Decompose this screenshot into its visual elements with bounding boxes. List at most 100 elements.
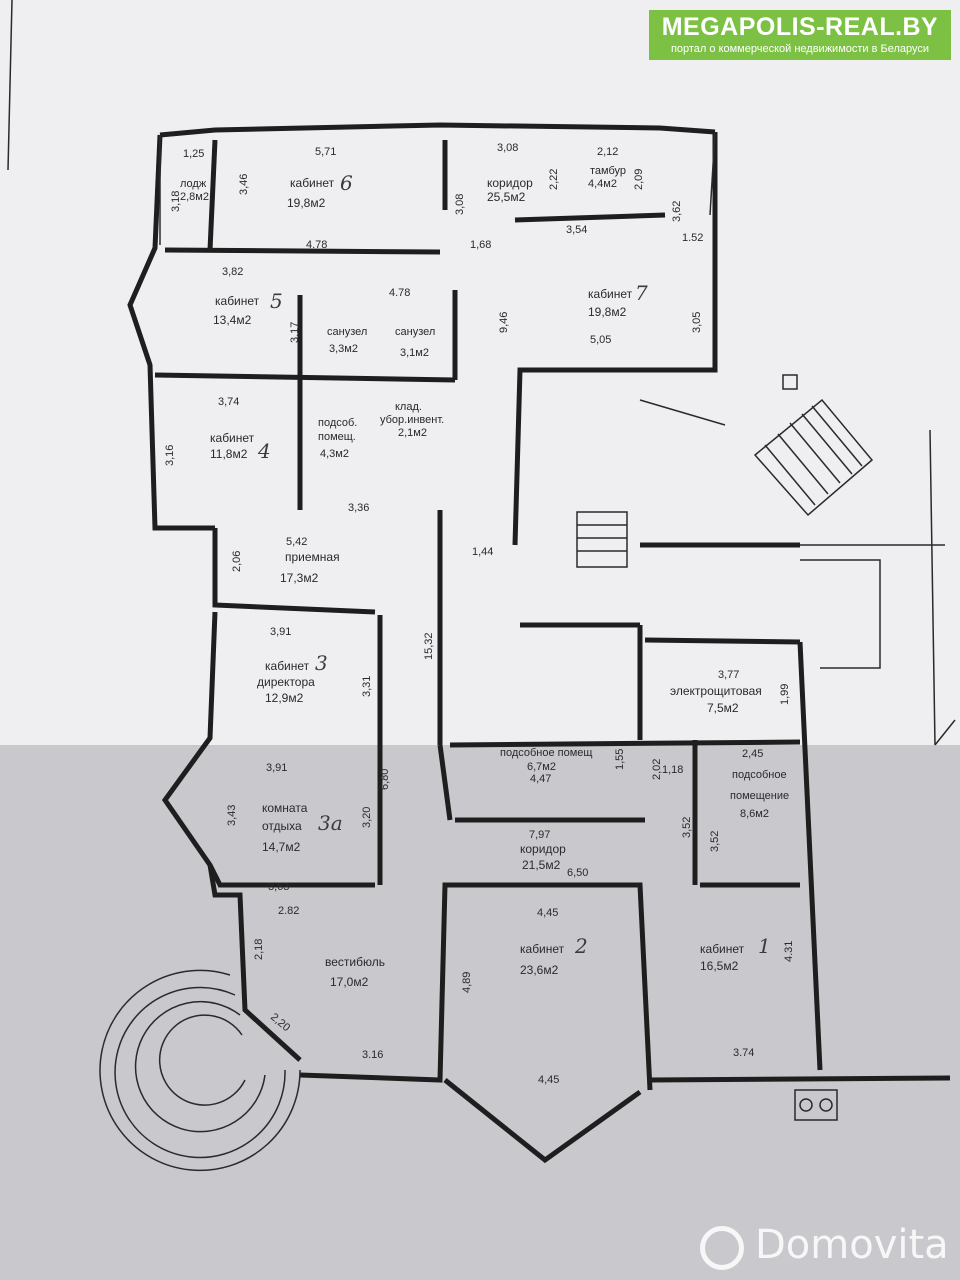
room-podsob1-name2: помещ. bbox=[318, 431, 356, 443]
dim: 5,42 bbox=[286, 536, 307, 548]
room-podsob1-name1: подсоб. bbox=[318, 417, 357, 429]
room-electro-area: 7,5м2 bbox=[707, 701, 739, 715]
dim: 3,82 bbox=[222, 266, 243, 278]
dim: 3,43 bbox=[226, 805, 238, 826]
dim: 2,22 bbox=[548, 169, 560, 190]
dim: 4.78 bbox=[389, 287, 410, 299]
room-k1-name: кабинет bbox=[700, 942, 745, 956]
dim: 6,50 bbox=[567, 867, 588, 879]
dim: 3,77 bbox=[718, 669, 739, 681]
room-k5-note: 5 bbox=[270, 289, 283, 313]
room-k2-name: кабинет bbox=[520, 942, 565, 956]
dim: 3,63 bbox=[268, 881, 289, 893]
dim: 3,36 bbox=[348, 502, 369, 514]
stairs-icon bbox=[576, 398, 874, 568]
dim: 4,45 bbox=[537, 907, 558, 919]
room-k4-note: 4 bbox=[257, 439, 271, 463]
rotunda-icon bbox=[99, 969, 301, 1172]
paper-margin-line bbox=[7, 0, 13, 171]
room-k7-name: кабинет bbox=[588, 287, 633, 301]
room-sanuz2-name: санузел bbox=[395, 326, 435, 338]
walls bbox=[127, 122, 951, 1164]
dim: 3,18 bbox=[170, 191, 182, 212]
room-k5-name: кабинет bbox=[215, 294, 260, 308]
room-k7-note: 7 bbox=[635, 281, 648, 305]
room-klad-name2: убор.инвент. bbox=[380, 414, 444, 426]
dim: 3,54 bbox=[566, 224, 587, 236]
watermark-logo-icon bbox=[700, 1226, 744, 1270]
paper-lower-sheet bbox=[0, 745, 960, 1280]
close-icon[interactable] bbox=[934, 14, 948, 28]
room-klad-area: 2,1м2 bbox=[398, 427, 427, 439]
room-corr2-area: 21,5м2 bbox=[522, 858, 561, 872]
dim: 3.74 bbox=[733, 1047, 754, 1059]
dim: 3.16 bbox=[362, 1049, 383, 1061]
room-k4-area: 11,8м2 bbox=[210, 447, 248, 461]
room-klad-name1: клад. bbox=[395, 401, 422, 413]
dim: 9,46 bbox=[498, 312, 510, 333]
room-sanuz1-area: 3,3м2 bbox=[329, 343, 358, 355]
dim: 1,25 bbox=[183, 148, 204, 160]
room-k3-note: 3 bbox=[315, 651, 328, 675]
room-k2-area: 23,6м2 bbox=[520, 963, 559, 977]
dim: 4.31 bbox=[783, 941, 795, 962]
dim: 7,97 bbox=[529, 829, 550, 841]
dim: 4,45 bbox=[538, 1074, 559, 1086]
room-vest-area: 17,0м2 bbox=[330, 975, 369, 989]
room-k2-note: 2 bbox=[574, 934, 588, 958]
dim: 5,05 bbox=[590, 334, 611, 346]
dim: 4,89 bbox=[461, 972, 473, 993]
dim: 2,09 bbox=[633, 169, 645, 190]
room-k3a-note: 3a bbox=[318, 811, 343, 835]
room-tambur-area: 4,4м2 bbox=[588, 178, 617, 190]
brand-name: MEGAPOLIS-REAL.BY bbox=[661, 13, 939, 41]
room-podsob3-name1: подсобное bbox=[732, 769, 787, 781]
room-k3-area: 12,9м2 bbox=[265, 691, 304, 705]
dim: 2.82 bbox=[278, 905, 299, 917]
dim: 3,52 bbox=[681, 817, 693, 838]
room-k3-name2: директора bbox=[257, 675, 315, 689]
dim: 2,18 bbox=[253, 939, 265, 960]
room-k3-name1: кабинет bbox=[265, 659, 310, 673]
dim: 1,68 bbox=[470, 239, 491, 251]
room-tambur-name: тамбур bbox=[590, 165, 626, 177]
dim: 1,55 bbox=[614, 749, 626, 770]
room-priem-name: приемная bbox=[285, 550, 340, 564]
room-k7-area: 19,8м2 bbox=[588, 305, 627, 319]
dim: 6,80 bbox=[379, 769, 391, 790]
room-podsob3-name2: помещение bbox=[730, 790, 789, 802]
brand-tagline: портал о коммерческой недвижимости в Бел… bbox=[670, 43, 930, 55]
room-lodzh-name: лодж bbox=[180, 178, 207, 190]
dim: 3,17 bbox=[289, 322, 301, 343]
dim: 3,08 bbox=[497, 142, 518, 154]
dim: 3,08 bbox=[454, 194, 466, 215]
brand-badge[interactable]: MEGAPOLIS-REAL.BY портал о коммерческой … bbox=[649, 10, 951, 60]
room-podsob2-area: 6,7м2 bbox=[527, 761, 556, 773]
room-corr1-area: 25,5м2 bbox=[487, 190, 526, 204]
dim: 3,91 bbox=[270, 626, 291, 638]
dimension-labels: 1,25 3,18 3,46 5,71 3,08 2,12 2,22 2,09 … bbox=[164, 142, 795, 1086]
room-lodzh-area: 2,8м2 bbox=[180, 191, 209, 203]
room-sanuz1-name: санузел bbox=[327, 326, 367, 338]
dim: 3,05 bbox=[691, 312, 703, 333]
room-k3a-name2: отдыха bbox=[262, 819, 302, 833]
dim: 3,52 bbox=[709, 831, 721, 852]
room-k3a-name1: комната bbox=[262, 801, 308, 815]
dim: 2,06 bbox=[231, 551, 243, 572]
dim: 1,44 bbox=[472, 546, 493, 558]
room-sanuz2-area: 3,1м2 bbox=[400, 347, 429, 359]
dim: 15,32 bbox=[423, 632, 435, 660]
dim: 3,16 bbox=[164, 445, 176, 466]
dim: 2,45 bbox=[742, 748, 763, 760]
room-k3a-area: 14,7м2 bbox=[262, 840, 301, 854]
dim: 1.52 bbox=[682, 232, 703, 244]
room-labels: лодж 2,8м2 кабинет 19,8м2 6 коридор 25,5… bbox=[180, 165, 789, 989]
thin-lines bbox=[159, 131, 956, 1121]
room-corr2-name: коридор bbox=[520, 842, 566, 856]
dim: 3,62 bbox=[671, 201, 683, 222]
room-podsob2-name: подсобное помещ bbox=[500, 747, 592, 759]
room-k1-area: 16,5м2 bbox=[700, 959, 739, 973]
dim: 3,74 bbox=[218, 396, 239, 408]
room-k6-area: 19,8м2 bbox=[287, 196, 326, 210]
watermark: Domovita bbox=[700, 1222, 950, 1272]
